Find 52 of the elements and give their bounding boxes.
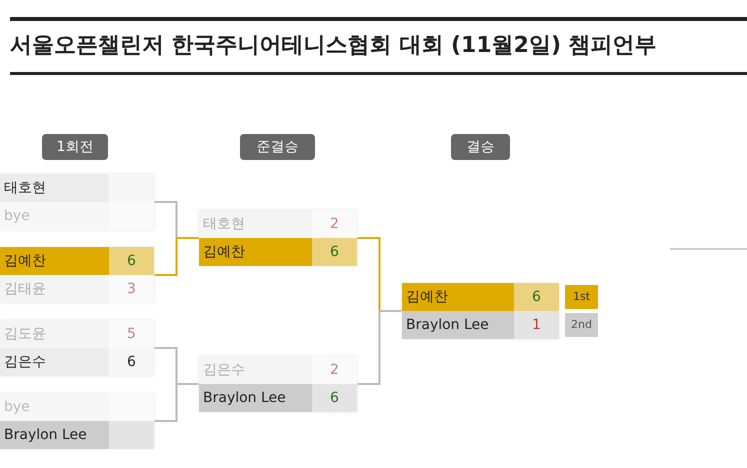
player-name: Braylon Lee	[402, 311, 514, 339]
player-name: Braylon Lee	[199, 384, 312, 412]
rank-badge: 1st	[565, 285, 598, 309]
round-badge: 결승	[451, 134, 510, 160]
match-card	[199, 210, 357, 266]
player-row	[0, 275, 154, 303]
match-card	[0, 174, 154, 230]
score: 2	[329, 361, 340, 380]
score: 6	[126, 353, 137, 372]
player-row	[0, 320, 154, 348]
match-card	[0, 247, 154, 303]
player-name: 김태윤	[0, 275, 109, 303]
player-row	[0, 174, 154, 202]
rank-badge: 2nd	[565, 313, 598, 337]
player-row	[199, 356, 357, 384]
score: 6	[126, 252, 137, 271]
player-name: Braylon Lee	[0, 421, 109, 449]
player-name: 김예찬	[0, 247, 109, 275]
player-name: 김예찬	[402, 283, 514, 311]
player-name: 김은수	[199, 356, 312, 384]
player-name: 태호현	[199, 210, 312, 238]
player-name: 태호현	[0, 174, 109, 202]
match-card	[0, 320, 154, 376]
score: 6	[329, 243, 340, 262]
round-badge: 준결승	[240, 134, 315, 160]
round-badge: 1회전	[42, 134, 108, 160]
player-row	[0, 421, 154, 449]
score: 3	[126, 280, 137, 299]
player-row	[199, 210, 357, 238]
player-row	[0, 202, 154, 230]
bracket-line	[154, 383, 199, 422]
match-card	[402, 283, 559, 339]
score: 5	[126, 325, 137, 344]
player-name: 김예찬	[199, 238, 312, 266]
bracket-line	[357, 310, 402, 385]
player-row	[0, 348, 154, 376]
player-row	[199, 384, 357, 412]
title: 서울오픈챌린저 한국주니어테니스협회 대회 (11월2일) 챔피언부	[10, 32, 657, 60]
match-card	[0, 393, 154, 449]
player-name: 김은수	[0, 348, 109, 376]
score: 1	[531, 316, 542, 335]
player-row	[199, 238, 357, 266]
bracket-line	[154, 237, 199, 276]
player-row	[402, 311, 559, 339]
player-row	[0, 393, 154, 421]
score: 6	[329, 389, 340, 408]
match-card	[199, 356, 357, 412]
score: 6	[531, 288, 542, 307]
player-name: 김도윤	[0, 320, 109, 348]
score: 2	[329, 215, 340, 234]
player-row	[0, 247, 154, 275]
player-row	[402, 283, 559, 311]
